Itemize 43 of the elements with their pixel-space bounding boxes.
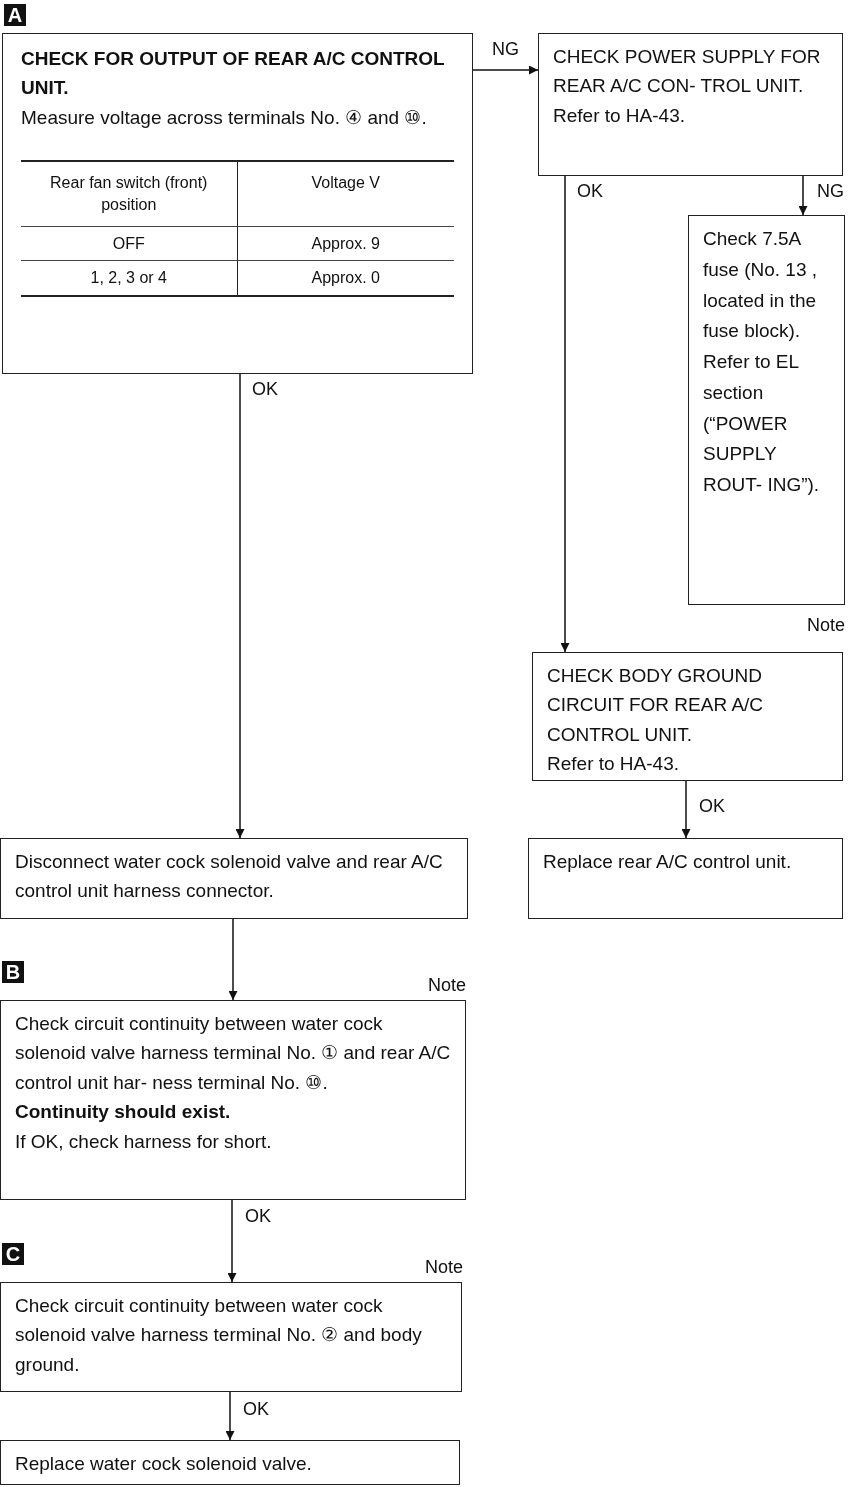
arrow [798, 175, 808, 216]
arrow [225, 1391, 235, 1441]
table-cell-text: Approx. 0 [310, 268, 381, 289]
arrow [235, 373, 245, 839]
process-box [528, 838, 843, 919]
process-box [532, 652, 843, 781]
arrow [560, 175, 570, 653]
arrow [472, 65, 539, 75]
box-text: Check circuit continuity between water cock solenoid valve harness terminal No. ② and body ground. [15, 1294, 423, 1377]
note-text: Note [806, 614, 845, 636]
arrow [681, 780, 691, 839]
table-header: Voltage V [237, 162, 454, 227]
note-text: Note [427, 974, 466, 996]
process-box [0, 1440, 460, 1485]
table-cell: Approx. 9 [237, 226, 454, 262]
box-text: Check circuit continuity between water cock solenoid valve harness terminal No. ① and rear A/C control unit har- ness terminal No. ⑩. [15, 1012, 451, 1095]
process-box [0, 1000, 466, 1200]
box-text: Continuity should exist. [15, 1100, 232, 1125]
step-marker: C [2, 1243, 24, 1265]
box-text: Replace water cock solenoid valve. [15, 1452, 313, 1476]
box-text: CHECK BODY GROUND CIRCUIT FOR REAR A/C CONTROL UNIT. [547, 664, 765, 747]
step-marker: A [4, 4, 26, 26]
process-box [2, 33, 473, 374]
box-text: Disconnect water cock solenoid valve and rear A/C control unit harness connector. [15, 850, 444, 904]
box-text: If OK, check harness for short. [15, 1129, 273, 1154]
arrow [227, 1199, 237, 1283]
box-text: Refer to HA-43. [547, 752, 680, 777]
box-text: Refer to HA-43. [553, 103, 686, 128]
process-box [538, 33, 843, 176]
step-marker: B [2, 961, 24, 983]
arrow [228, 918, 238, 1001]
box-text: Replace rear A/C control unit. [543, 850, 793, 874]
table-cell: OFF [21, 226, 238, 262]
box-text: Check 7.5A fuse (No. 13 , located in the fuse block). Refer to EL section (“POWER SUPPLY ROUT- ING”). [703, 227, 821, 498]
box-text: Measure voltage across terminals No. ④ and ⑩. [21, 105, 428, 130]
note-text: Note [424, 1256, 463, 1278]
process-box [0, 1282, 462, 1392]
process-box [0, 838, 468, 919]
table-cell: 1, 2, 3 or 4 [21, 261, 238, 295]
process-box [688, 215, 845, 605]
box-heading: CHECK FOR OUTPUT OF REAR A/C CONTROL UNIT. [21, 47, 446, 101]
table-header: Rear fan switch (front) position [21, 162, 238, 227]
box-text: CHECK POWER SUPPLY FOR REAR A/C CON- TROL UNIT. [553, 45, 822, 99]
